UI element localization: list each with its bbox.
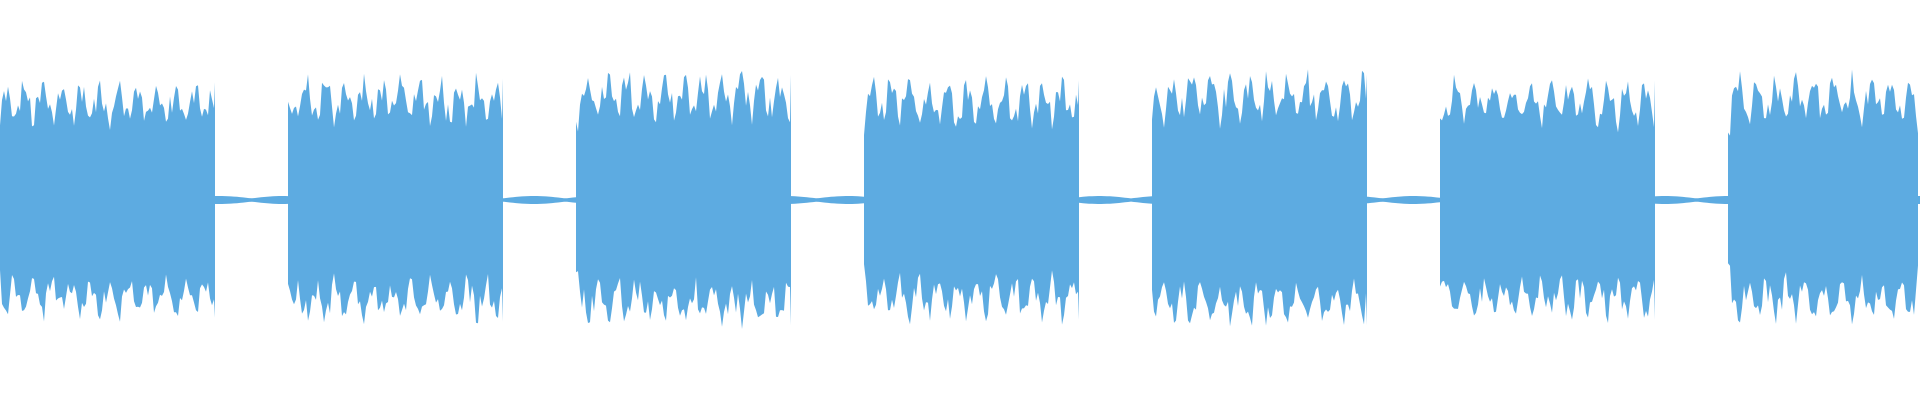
waveform-segment-7 xyxy=(1728,69,1918,325)
waveform-segment-4 xyxy=(864,76,1079,325)
waveform-segment-6 xyxy=(1440,74,1655,323)
waveform-segment-2 xyxy=(288,72,503,325)
waveform-segment-5 xyxy=(1152,69,1367,327)
waveform-segment-3 xyxy=(576,71,791,329)
waveform-segment-1 xyxy=(0,80,215,322)
